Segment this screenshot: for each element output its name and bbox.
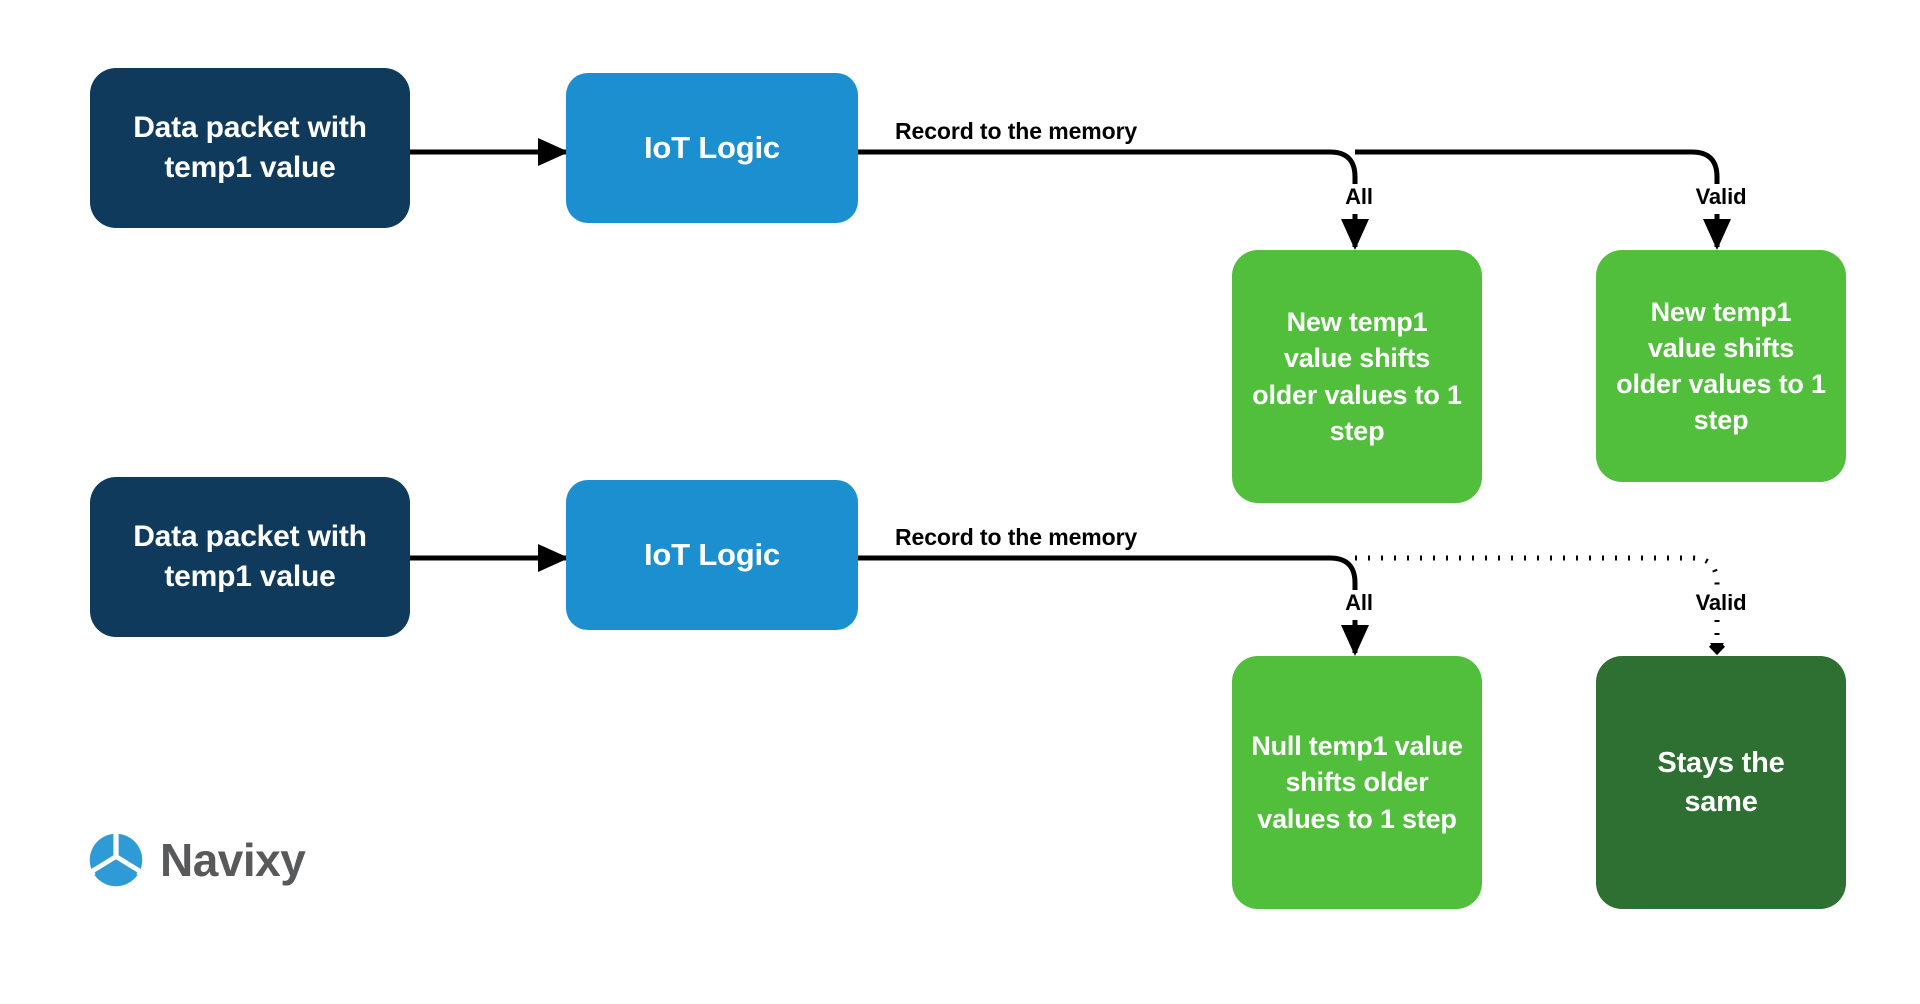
navixy-wordmark: Navixy — [160, 834, 306, 886]
branch-label-valid-row1: Valid — [1672, 184, 1770, 210]
node-result-all-row1[interactable]: New temp1 value shifts older values to 1… — [1232, 250, 1482, 503]
node-iot-logic-row1[interactable]: IoT Logic — [566, 73, 858, 223]
node-iot-logic-row2[interactable]: IoT Logic — [566, 480, 858, 630]
edge-label-record-to-memory-row1: Record to the memory — [895, 118, 1138, 144]
node-result-valid-row1[interactable]: New temp1 value shifts older values to 1… — [1596, 250, 1846, 482]
connector-row2-trunk-solid — [858, 555, 1358, 594]
node-data-packet-row1[interactable]: Data packet with temp1 value — [90, 68, 410, 228]
connector-row2-branch-valid — [1708, 620, 1726, 656]
branch-label-all-row1: All — [1325, 184, 1393, 210]
navixy-logo-icon — [89, 832, 143, 887]
branch-label-all-row2: All — [1325, 590, 1393, 616]
node-result-all-row2[interactable]: Null temp1 value shifts older values to … — [1232, 656, 1482, 909]
connector-row1-trunk — [858, 149, 1720, 188]
node-result-valid-row2[interactable]: Stays the same — [1596, 656, 1846, 909]
branch-label-valid-row2: Valid — [1672, 590, 1770, 616]
navixy-logo: Navixy — [88, 832, 306, 888]
node-data-packet-row2[interactable]: Data packet with temp1 value — [90, 477, 410, 637]
connector-row2-trunk-dotted — [1355, 555, 1720, 594]
edge-label-record-to-memory-row2: Record to the memory — [895, 524, 1138, 550]
